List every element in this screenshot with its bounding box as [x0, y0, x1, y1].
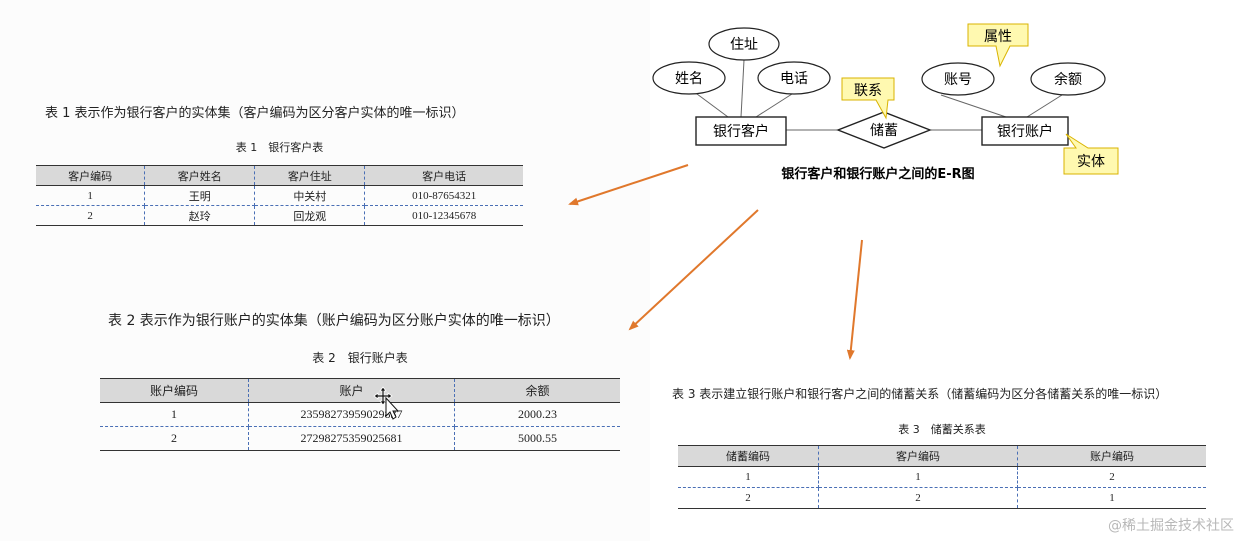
watermark: @稀土掘金技术社区 [1108, 518, 1234, 534]
table-cell: 1 [100, 402, 249, 427]
table-row: 2 赵玲 回龙观 010-12345678 [36, 205, 523, 226]
left-pane-background [0, 0, 650, 541]
table-cell: 2 [1017, 466, 1206, 488]
table-cell: 王明 [144, 185, 256, 206]
connector-line [1026, 94, 1063, 118]
arrows [568, 164, 863, 360]
attribute-ellipse [921, 62, 995, 96]
column-header: 客户电话 [364, 165, 523, 186]
table3-title: 表 3 储蓄关系表 [898, 423, 986, 436]
table3-caption: 表 3 表示建立银行账户和银行客户之间的储蓄关系（储蓄编码为区分各储蓄关系的唯一… [672, 387, 1168, 401]
attribute-account-no-label: 账号 [944, 72, 972, 88]
connector-line [755, 93, 793, 118]
table1-title: 表 1 银行客户表 [235, 141, 324, 154]
column-header: 储蓄编码 [678, 445, 819, 467]
deposit-relation-table: 储蓄编码 客户编码 账户编码 1 1 2 2 2 1 [678, 445, 1206, 509]
entity-account-label: 银行账户 [997, 123, 1053, 140]
arrow-to-table2 [628, 209, 759, 331]
arrow-to-table3 [846, 239, 863, 360]
attribute-ellipse [652, 61, 726, 95]
attribute-phone-label: 电话 [780, 71, 808, 87]
table-cell: 27298275359025681 [248, 426, 455, 451]
table-cell: 2 [818, 487, 1018, 509]
table-cell: 1 [1017, 487, 1206, 509]
callout-shape [1063, 133, 1119, 175]
relation-diamond [836, 111, 932, 149]
column-header: 客户编码 [818, 445, 1018, 467]
entity-box [695, 116, 787, 146]
table-row: 1 1 2 [678, 466, 1206, 488]
table-cell: 23598273959029837 [248, 402, 455, 427]
callout-entity: 实体 [1063, 133, 1119, 175]
attribute-ellipse [708, 27, 780, 61]
table-cell: 回龙观 [254, 205, 366, 226]
table-row: 1 23598273959029837 2000.23 [100, 402, 620, 427]
move-cursor-icon [373, 386, 400, 420]
table-cell: 5000.55 [454, 426, 620, 451]
callout-attribute: 属性 [967, 23, 1029, 68]
connector-line [740, 59, 745, 118]
table1-caption: 表 1 表示作为银行客户的实体集（客户编码为区分客户实体的唯一标识） [45, 106, 465, 121]
callout-relation-text: 联系 [854, 83, 882, 99]
attribute-ellipse [1030, 62, 1106, 96]
callout-relation: 联系 [841, 77, 895, 120]
table-row: 1 王明 中关村 010-87654321 [36, 185, 523, 206]
account-table: 账户编码 账户 余额 1 23598273959029837 2000.23 2… [100, 378, 620, 451]
relation-label: 储蓄 [870, 123, 898, 139]
table-cell: 1 [818, 466, 1018, 488]
table-cell: 010-87654321 [364, 185, 523, 206]
entity-box [981, 116, 1069, 146]
column-header: 账户编码 [1017, 445, 1206, 467]
table-row: 2 2 1 [678, 487, 1206, 509]
callout-entity-text: 实体 [1077, 154, 1105, 170]
table2-caption: 表 2 表示作为银行账户的实体集（账户编码为区分账户实体的唯一标识） [108, 313, 560, 329]
connector-line [940, 94, 1007, 118]
attribute-name-label: 姓名 [675, 71, 703, 87]
table-row: 2 27298275359025681 5000.55 [100, 426, 620, 451]
entity-customer-label: 银行客户 [713, 123, 769, 140]
table2-title: 表 2 银行账户表 [312, 351, 408, 365]
column-header: 账户编码 [100, 378, 249, 403]
callout-shape [841, 77, 895, 120]
er-diagram-caption: 银行客户和银行账户之间的E-R图 [781, 166, 974, 182]
table-cell: 010-12345678 [364, 205, 523, 226]
column-header: 客户编码 [36, 165, 146, 186]
customer-table: 客户编码 客户姓名 客户住址 客户电话 1 王明 中关村 010-8765432… [36, 165, 523, 226]
connector-line [692, 90, 729, 118]
column-header: 客户住址 [254, 165, 366, 186]
attribute-address-label: 住址 [730, 37, 758, 53]
arrow-to-table1 [568, 164, 689, 206]
er-connectors [692, 59, 1063, 131]
table-cell: 2000.23 [454, 402, 620, 427]
attribute-balance-label: 余额 [1054, 71, 1082, 88]
callout-shape [967, 23, 1029, 68]
column-header: 余额 [454, 378, 620, 403]
attribute-ellipse [757, 61, 831, 95]
column-header: 账户 [248, 378, 455, 403]
callout-attribute-text: 属性 [984, 29, 1012, 45]
